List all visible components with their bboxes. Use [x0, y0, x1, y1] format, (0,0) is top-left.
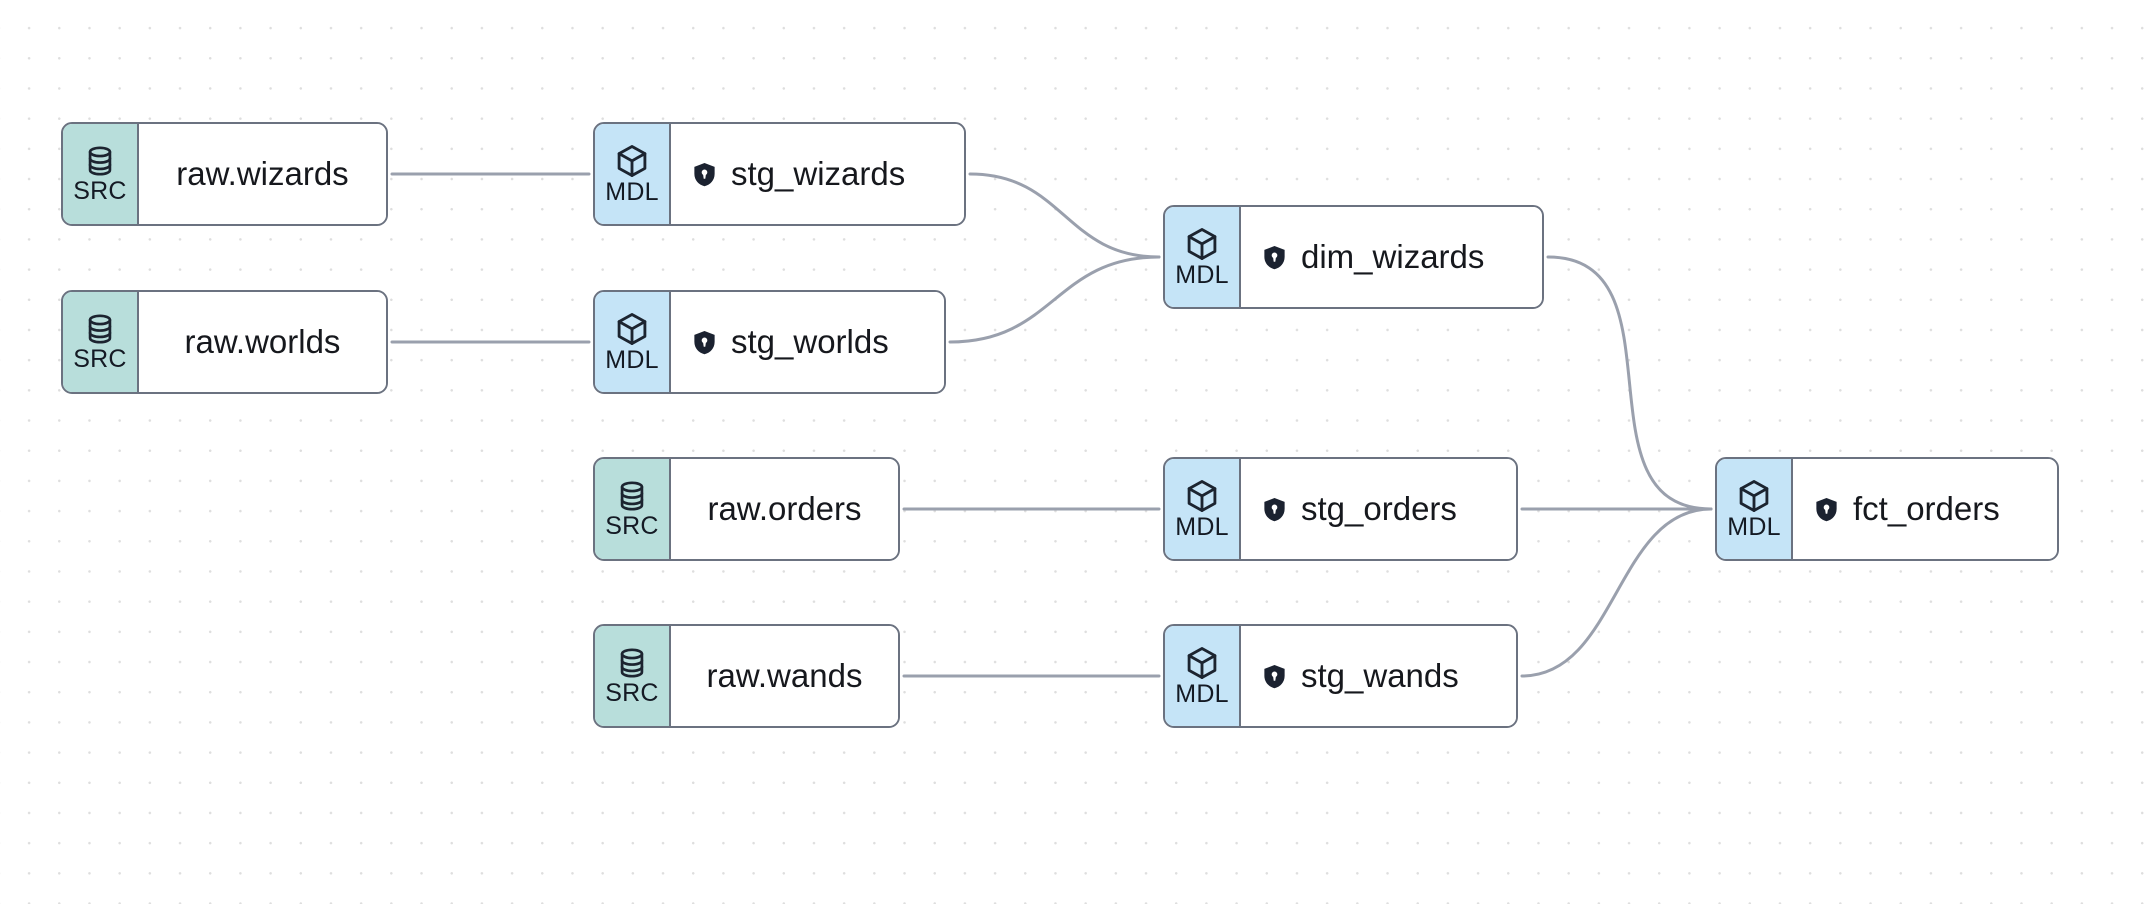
database-cylinder-icon: [615, 646, 649, 680]
node-body: fct_orders: [1793, 459, 2057, 559]
node-label: fct_orders: [1853, 490, 2000, 527]
node-body: stg_wizards: [671, 124, 964, 224]
node-type-badge-source: SRC: [63, 124, 139, 224]
lineage-edge[interactable]: [1520, 507, 1713, 678]
lineage-edge[interactable]: [968, 172, 1161, 259]
node-body: stg_worlds: [671, 292, 944, 392]
node-label: raw.wands: [706, 657, 863, 694]
cube-icon: [1736, 478, 1772, 514]
lock-shield-icon: [691, 161, 718, 188]
node-type-badge-source: SRC: [63, 292, 139, 392]
cube-icon: [1184, 478, 1220, 514]
node-body: raw.wizards: [139, 124, 386, 224]
node-label: raw.wizards: [176, 155, 349, 192]
node-body: raw.wands: [671, 626, 898, 726]
node-type-badge-model: MDL: [1165, 207, 1241, 307]
node-type-label: MDL: [1175, 513, 1229, 541]
node-body: stg_wands: [1241, 626, 1516, 726]
node-type-badge-model: MDL: [1165, 626, 1241, 726]
node-type-label: MDL: [605, 346, 659, 374]
lineage-node-stg_orders[interactable]: MDL stg_orders: [1163, 457, 1518, 561]
database-cylinder-icon: [83, 144, 117, 178]
lineage-node-fct_orders[interactable]: MDL fct_orders: [1715, 457, 2059, 561]
node-type-badge-model: MDL: [1165, 459, 1241, 559]
lock-shield-icon: [691, 329, 718, 356]
lineage-node-stg_wizards[interactable]: MDL stg_wizards: [593, 122, 966, 226]
node-type-label: MDL: [1175, 261, 1229, 289]
node-type-label: SRC: [605, 512, 659, 540]
node-body: dim_wizards: [1241, 207, 1542, 307]
database-cylinder-icon: [83, 312, 117, 346]
node-type-label: MDL: [605, 178, 659, 206]
lineage-node-raw_wizards[interactable]: SRC raw.wizards: [61, 122, 388, 226]
node-type-label: SRC: [73, 177, 127, 205]
lock-shield-icon: [1813, 496, 1840, 523]
lock-shield-icon: [1261, 663, 1288, 690]
node-label: stg_wizards: [731, 155, 906, 192]
database-cylinder-icon: [615, 479, 649, 513]
lineage-node-raw_worlds[interactable]: SRC raw.worlds: [61, 290, 388, 394]
lineage-node-stg_worlds[interactable]: MDL stg_worlds: [593, 290, 946, 394]
node-label: stg_orders: [1301, 490, 1457, 527]
lineage-node-stg_wands[interactable]: MDL stg_wands: [1163, 624, 1518, 728]
node-body: raw.worlds: [139, 292, 386, 392]
node-type-label: SRC: [605, 679, 659, 707]
lineage-edge[interactable]: [948, 255, 1161, 344]
node-type-badge-model: MDL: [595, 124, 671, 224]
lock-shield-icon: [1261, 496, 1288, 523]
cube-icon: [614, 311, 650, 347]
lineage-node-raw_orders[interactable]: SRC raw.orders: [593, 457, 900, 561]
node-type-badge-source: SRC: [595, 626, 671, 726]
lock-shield-icon: [1261, 244, 1288, 271]
node-label: raw.worlds: [184, 323, 341, 360]
node-label: dim_wizards: [1301, 238, 1485, 275]
node-body: raw.orders: [671, 459, 898, 559]
node-label: raw.orders: [707, 490, 862, 527]
lineage-edge[interactable]: [1546, 255, 1713, 511]
node-type-label: MDL: [1727, 513, 1781, 541]
node-type-label: SRC: [73, 345, 127, 373]
lineage-node-raw_wands[interactable]: SRC raw.wands: [593, 624, 900, 728]
cube-icon: [1184, 645, 1220, 681]
node-type-label: MDL: [1175, 680, 1229, 708]
node-label: stg_wands: [1301, 657, 1459, 694]
node-body: stg_orders: [1241, 459, 1516, 559]
node-label: stg_worlds: [731, 323, 889, 360]
node-type-badge-model: MDL: [595, 292, 671, 392]
lineage-node-dim_wizards[interactable]: MDL dim_wizards: [1163, 205, 1544, 309]
node-type-badge-model: MDL: [1717, 459, 1793, 559]
cube-icon: [1184, 226, 1220, 262]
cube-icon: [614, 143, 650, 179]
node-type-badge-source: SRC: [595, 459, 671, 559]
